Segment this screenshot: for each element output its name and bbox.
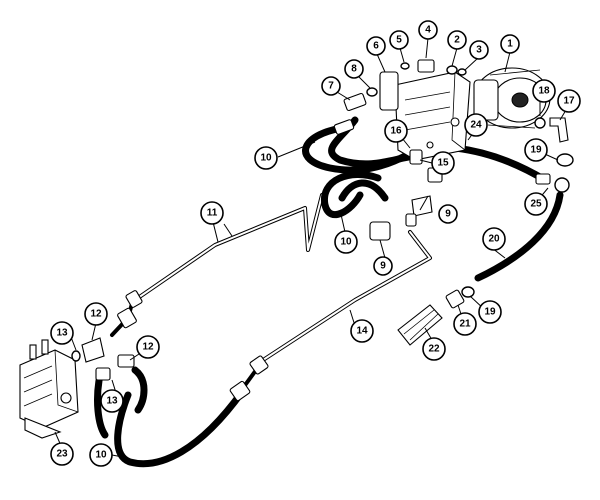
svg-text:2: 2 bbox=[454, 35, 460, 46]
svg-text:9: 9 bbox=[445, 209, 451, 220]
svg-text:12: 12 bbox=[142, 342, 154, 353]
svg-text:1: 1 bbox=[507, 39, 513, 50]
callout-5: 5 bbox=[389, 30, 409, 50]
fittings bbox=[71, 59, 574, 402]
svg-text:11: 11 bbox=[207, 208, 218, 219]
callout-1: 1 bbox=[500, 34, 520, 54]
callout-22: 22 bbox=[422, 337, 446, 361]
callout-8: 8 bbox=[344, 59, 364, 79]
callout-2: 2 bbox=[447, 30, 467, 50]
svg-text:6: 6 bbox=[373, 41, 379, 52]
callout-17: 17 bbox=[557, 89, 581, 113]
loader-valve bbox=[19, 339, 79, 439]
svg-text:3: 3 bbox=[476, 45, 482, 56]
callout-13-lower: 13 bbox=[100, 389, 124, 413]
hose-10-middle bbox=[321, 171, 389, 219]
callouts: 1 2 3 4 5 6 7 8 9 9 10 10 10 11 12 12 13… bbox=[50, 20, 581, 467]
callout-13-left: 13 bbox=[50, 321, 74, 345]
svg-text:14: 14 bbox=[356, 326, 368, 337]
callout-12-upper: 12 bbox=[84, 302, 108, 326]
svg-text:23: 23 bbox=[56, 449, 68, 460]
svg-text:4: 4 bbox=[425, 25, 431, 36]
svg-text:13: 13 bbox=[106, 396, 118, 407]
svg-text:24: 24 bbox=[470, 120, 482, 131]
svg-text:10: 10 bbox=[340, 237, 352, 248]
callout-21: 21 bbox=[453, 312, 477, 336]
svg-text:19: 19 bbox=[530, 145, 542, 156]
callout-19-upper: 19 bbox=[524, 138, 548, 162]
svg-text:8: 8 bbox=[351, 64, 357, 75]
svg-text:18: 18 bbox=[538, 86, 550, 97]
callout-3: 3 bbox=[469, 40, 489, 60]
hose-20 bbox=[474, 191, 564, 282]
svg-text:12: 12 bbox=[90, 309, 102, 320]
callout-14: 14 bbox=[350, 319, 374, 343]
svg-text:10: 10 bbox=[95, 450, 107, 461]
callout-6: 6 bbox=[366, 36, 386, 56]
callout-23: 23 bbox=[50, 442, 74, 466]
tube-14 bbox=[238, 230, 432, 394]
svg-text:17: 17 bbox=[563, 96, 575, 107]
callout-20: 20 bbox=[482, 227, 506, 251]
svg-text:9: 9 bbox=[380, 261, 386, 272]
callout-10-middle: 10 bbox=[334, 230, 358, 254]
svg-text:19: 19 bbox=[484, 307, 496, 318]
svg-text:25: 25 bbox=[530, 199, 542, 210]
svg-text:5: 5 bbox=[396, 35, 402, 46]
control-valve-block bbox=[394, 71, 471, 161]
callout-25: 25 bbox=[524, 192, 548, 216]
hose-10-lower bbox=[94, 366, 246, 468]
svg-text:10: 10 bbox=[260, 153, 272, 164]
callout-12-lower: 12 bbox=[136, 335, 160, 359]
svg-text:22: 22 bbox=[428, 344, 440, 355]
callout-18: 18 bbox=[532, 79, 556, 103]
callout-4: 4 bbox=[418, 20, 438, 40]
callout-9-lower: 9 bbox=[373, 256, 393, 276]
callout-10-upper: 10 bbox=[254, 146, 278, 170]
svg-text:16: 16 bbox=[390, 126, 402, 137]
callout-15: 15 bbox=[431, 151, 455, 175]
svg-text:7: 7 bbox=[328, 81, 334, 92]
callout-11: 11 bbox=[200, 201, 224, 225]
callout-16: 16 bbox=[384, 119, 408, 143]
callout-19-lower: 19 bbox=[478, 300, 502, 324]
callout-24: 24 bbox=[464, 113, 488, 137]
svg-text:15: 15 bbox=[437, 158, 449, 169]
callout-7: 7 bbox=[321, 76, 341, 96]
callout-10-lower: 10 bbox=[89, 443, 113, 467]
svg-text:20: 20 bbox=[488, 234, 500, 245]
callout-9-right: 9 bbox=[438, 204, 458, 224]
svg-text:13: 13 bbox=[56, 328, 68, 339]
svg-text:21: 21 bbox=[459, 319, 471, 330]
